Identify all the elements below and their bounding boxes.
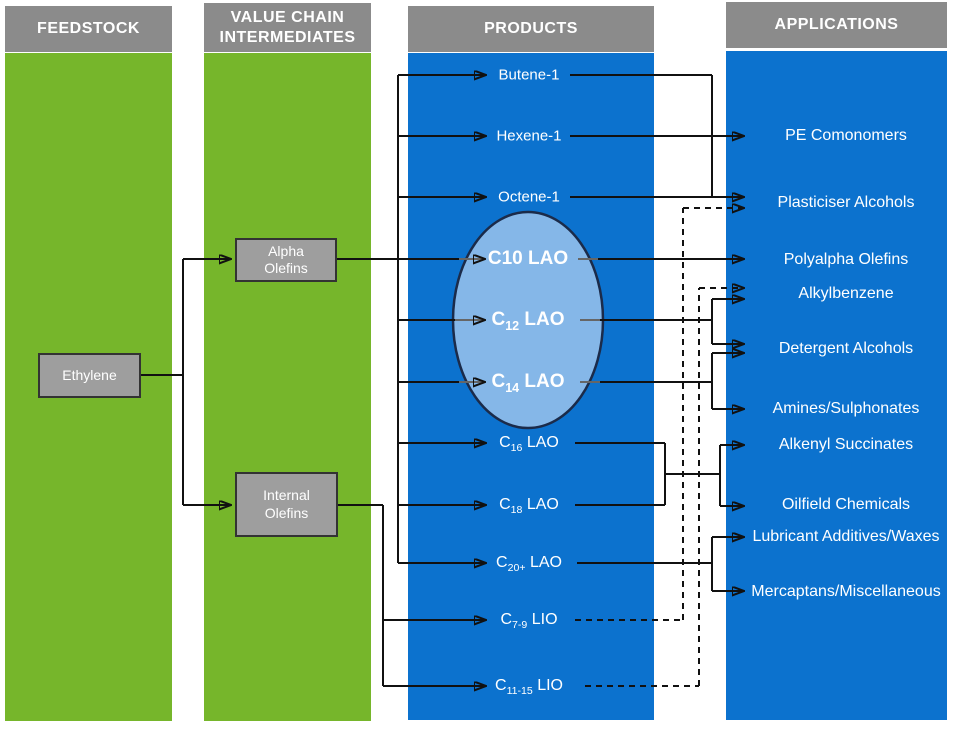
product-label-c14-lao: C14 LAO	[491, 371, 565, 395]
application-label-lubricant-additives-waxes: Lubricant Additives/Waxes	[752, 528, 940, 545]
alpha-olefins-node-label: Alpha Olefins	[264, 242, 308, 277]
application-label-oilfield-chemicals: Oilfield Chemicals	[781, 496, 911, 513]
edge-ethylene-to-olefins	[141, 259, 231, 505]
edge-c79-to-plasticiser-alcohols	[575, 208, 744, 621]
edge-internal-olefins-feed	[338, 504, 486, 686]
application-label-alkenyl-succinates: Alkenyl Succinates	[778, 436, 914, 453]
ethylene-node-label: Ethylene	[62, 366, 117, 383]
intermediates-column	[204, 53, 371, 721]
product-label-octene-1: Octene-1	[498, 188, 560, 206]
internal-olefins-node-label: Internal Olefins	[263, 487, 310, 521]
application-label-amines-sulphonates: Amines/Sulphonates	[772, 400, 920, 417]
feedstock-column-header: FEEDSTOCK	[5, 6, 172, 52]
edge-c16-c18-to-succinates-oilfield	[575, 443, 744, 506]
application-label-pe-comonomers: PE Comonomers	[785, 127, 907, 144]
product-label-c11-15-lio: C11-15 LIO	[495, 677, 563, 698]
edge-butene-hexene-octene-to-pe-comonomers	[570, 74, 744, 197]
application-label-mercaptans-miscellaneous: Mercaptans/Miscellaneous	[751, 583, 941, 600]
internal-olefins-node: Internal Olefins	[235, 472, 338, 537]
alpha-olefins-node: Alpha Olefins	[235, 238, 337, 282]
intermediates-column-header: VALUE CHAIN INTERMEDIATES	[204, 3, 371, 52]
edge-c20-to-lubricant-mercaptans	[577, 537, 744, 591]
ethylene-node: Ethylene	[38, 353, 141, 398]
application-label-plasticiser-alcohols: Plasticiser Alcohols	[777, 194, 915, 211]
application-label-polyalpha-olefins: Polyalpha Olefins	[783, 251, 909, 268]
applications-column-header: APPLICATIONS	[726, 2, 947, 48]
product-label-hexene-1: Hexene-1	[496, 127, 562, 145]
product-label-c20-lao: C20+ LAO	[496, 554, 562, 575]
edge-alpha-olefins-feed	[337, 75, 486, 563]
product-label-c18-lao: C18 LAO	[499, 496, 559, 517]
application-label-detergent-alcohols: Detergent Alcohols	[778, 340, 914, 357]
products-column-header: PRODUCTS	[408, 6, 654, 52]
applications-column	[726, 51, 947, 720]
edge-c14-to-detergent-amines	[580, 353, 744, 409]
edge-c1115-to-alkylbenzene	[585, 288, 744, 687]
product-label-c16-lao: C16 LAO	[499, 434, 559, 455]
product-label-c7-9-lio: C7-9 LIO	[500, 611, 558, 632]
application-label-alkylbenzene: Alkylbenzene	[798, 285, 894, 302]
edge-c12-to-alkylbenzene-detergent	[580, 299, 744, 344]
product-label-c12-lao: C12 LAO	[491, 309, 565, 333]
product-label-c10-lao: C10 LAO	[487, 248, 569, 269]
product-label-butene-1: Butene-1	[498, 66, 560, 84]
